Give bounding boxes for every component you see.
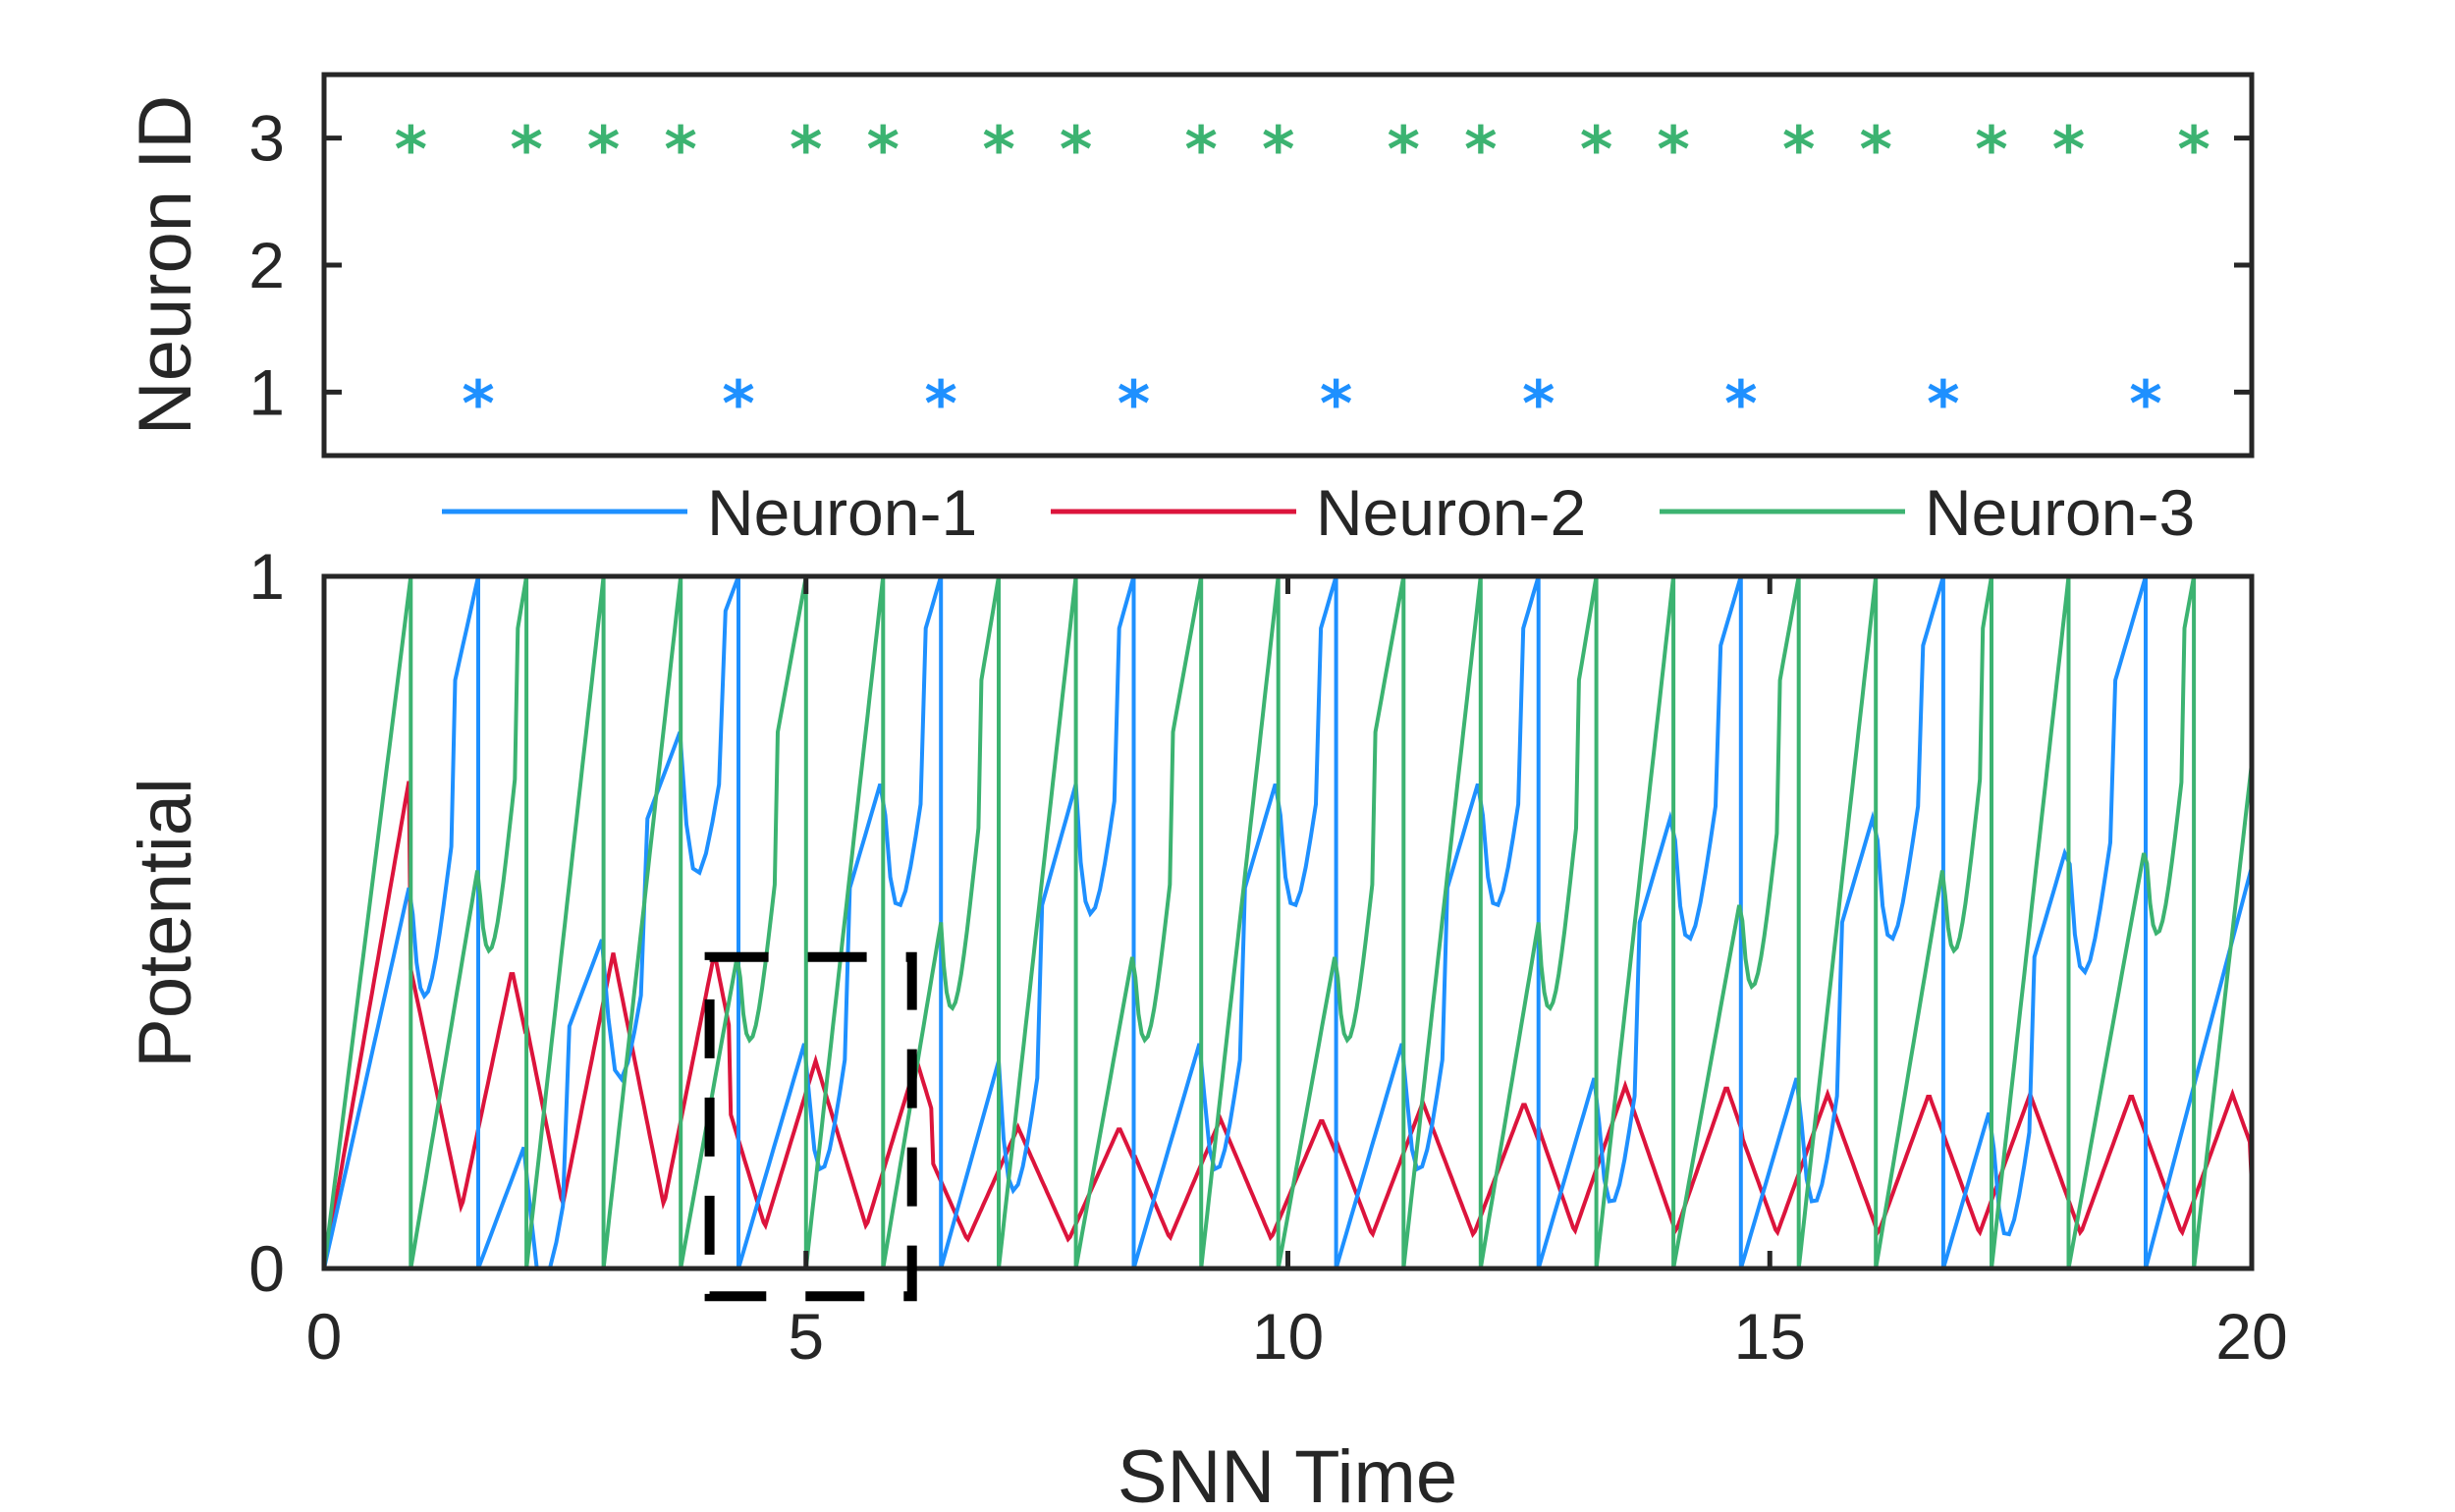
potential-y-axis-title: Potential [124, 778, 207, 1068]
trace-neuron-3 [324, 576, 2252, 1269]
potential-lines [324, 576, 2252, 1269]
x-tick-label: 15 [1734, 1300, 1806, 1373]
raster-y-tick-label: 3 [248, 102, 285, 175]
legend-label-neuron-1: Neuron-1 [707, 476, 977, 549]
spike-marker-n1: * [462, 368, 494, 441]
spike-marker-n3: * [1580, 115, 1612, 188]
x-axis-title: SNN Time [1118, 1435, 1457, 1512]
raster-plot: 1 2 3 * * * * * * * * * * * * * * * * * * * * * * * * * * * * Neuron … [124, 72, 2255, 459]
spike-marker-n3: * [510, 115, 542, 188]
spike-marker-n3: * [1975, 115, 2007, 188]
trace-neuron-2 [324, 781, 2252, 1269]
spike-marker-n3: * [1184, 115, 1217, 188]
spike-marker-n3: * [2177, 115, 2210, 188]
legend: Neuron-1 Neuron-2 Neuron-3 [442, 476, 2195, 549]
raster-y-tick-label: 2 [248, 229, 285, 301]
raster-spikes: * * * * * * * * * * * * * * * * * * * * * * * * * * * * [395, 115, 2210, 442]
spike-marker-n3: * [395, 115, 427, 188]
potential-y-tick-label: 1 [248, 540, 285, 613]
spike-marker-n1: * [2129, 368, 2161, 441]
raster-y-ticks: 1 2 3 [248, 102, 2252, 428]
spike-marker-n1: * [722, 368, 754, 441]
spike-marker-n1: * [1522, 368, 1555, 441]
spike-marker-n3: * [2052, 115, 2085, 188]
spike-marker-n3: * [790, 115, 822, 188]
raster-y-axis-title: Neuron ID [124, 95, 207, 435]
annotation-box [704, 951, 917, 1302]
spike-marker-n1: * [1118, 368, 1150, 441]
annotation-dashed-rect [704, 951, 917, 1302]
spike-marker-n3: * [1262, 115, 1294, 188]
spike-marker-n3: * [1782, 115, 1815, 188]
spike-marker-n3: * [664, 115, 696, 188]
spike-marker-n3: * [1060, 115, 1092, 188]
legend-label-neuron-3: Neuron-3 [1925, 476, 2195, 549]
spike-marker-n3: * [1859, 115, 1891, 188]
potential-y-tick-label: 0 [248, 1232, 285, 1305]
legend-label-neuron-2: Neuron-2 [1316, 476, 1586, 549]
spike-marker-n3: * [1464, 115, 1497, 188]
raster-y-tick-label: 1 [248, 355, 285, 428]
spike-marker-n3: * [587, 115, 620, 188]
potential-plot: 0 5 10 15 20 0 1 SNN Time Potential [124, 540, 2288, 1512]
potential-ticks: 0 5 10 15 20 0 1 [248, 540, 2287, 1373]
x-tick-label: 0 [306, 1300, 343, 1373]
spike-marker-n1: * [1320, 368, 1352, 441]
x-tick-label: 20 [2215, 1300, 2287, 1373]
trace-neuron-1 [324, 576, 2252, 1269]
spike-marker-n1: * [924, 368, 956, 441]
spike-marker-n3: * [867, 115, 900, 188]
spike-marker-n1: * [1724, 368, 1757, 441]
spike-marker-n1: * [1927, 368, 1959, 441]
spike-marker-n3: * [1388, 115, 1420, 188]
spike-marker-n3: * [1657, 115, 1689, 188]
spike-marker-n3: * [982, 115, 1014, 188]
x-tick-label: 5 [788, 1300, 824, 1373]
x-tick-label: 10 [1252, 1300, 1324, 1373]
